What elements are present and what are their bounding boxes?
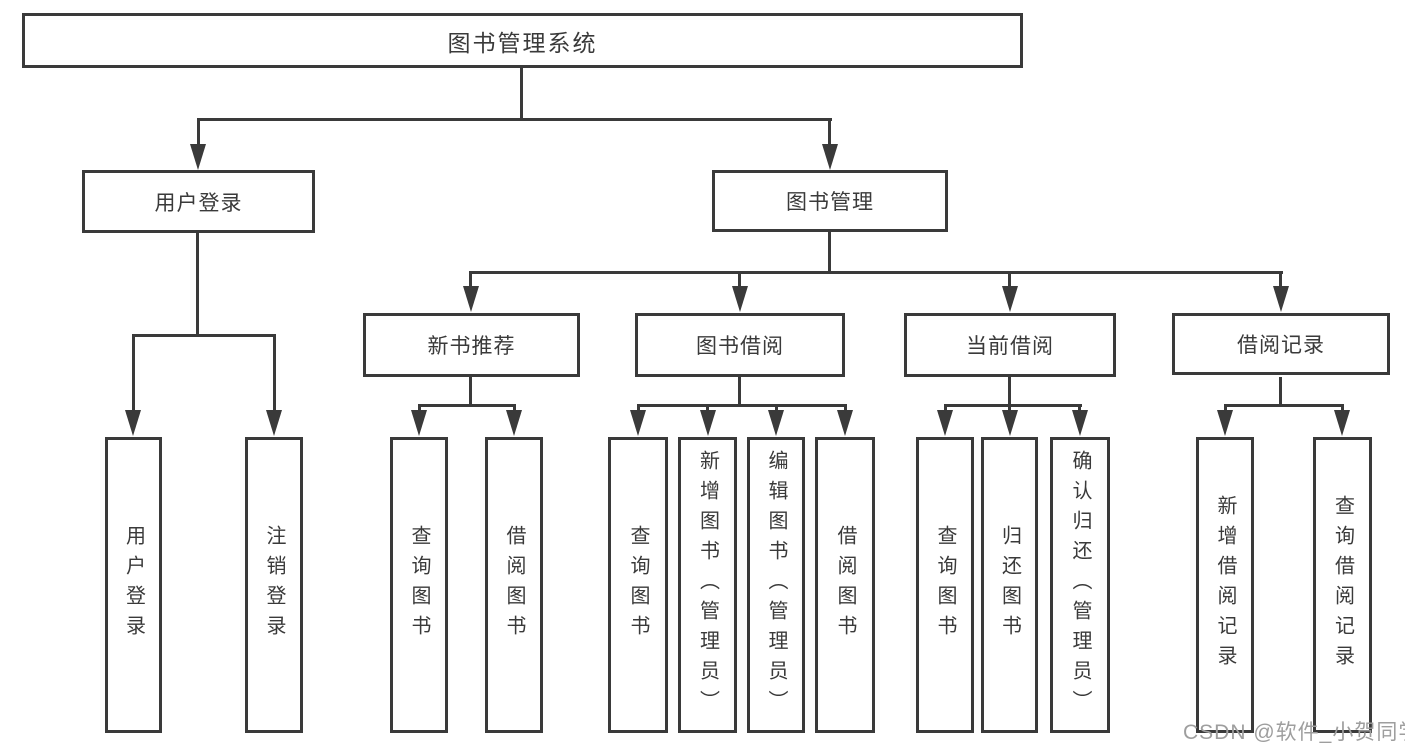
node-confirm-return-admin-label: 确认归还（管理员）: [1069, 450, 1091, 720]
connector-line: [513, 404, 516, 414]
arrow-down-icon: [1334, 410, 1350, 436]
arrow-down-icon: [822, 144, 838, 170]
node-add-book-admin: 新增图书（管理员）: [678, 437, 737, 733]
arrow-down-icon: [1072, 410, 1088, 436]
node-return-book-label: 归还图书: [998, 525, 1021, 645]
connector-line: [418, 404, 421, 414]
arrow-down-icon: [125, 410, 141, 436]
node-new-book-recommend-label: 新书推荐: [427, 335, 516, 358]
arrow-down-icon: [768, 410, 784, 436]
connector-line: [469, 377, 472, 407]
connector-line: [1279, 271, 1282, 289]
node-current-borrowing-label: 当前借阅: [966, 335, 1054, 358]
connector-line: [775, 404, 778, 414]
arrow-down-icon: [700, 410, 716, 436]
arrow-down-icon: [937, 410, 953, 436]
arrow-down-icon: [1002, 286, 1018, 312]
connector-line: [1078, 404, 1081, 414]
node-edit-book-admin-label: 编辑图书（管理员）: [765, 450, 787, 720]
connector-line: [828, 118, 831, 146]
node-confirm-return-admin: 确认归还（管理员）: [1050, 437, 1110, 733]
connector-line: [637, 404, 847, 407]
node-book-management-label: 图书管理: [786, 191, 874, 214]
node-book-borrowing: 图书借阅: [635, 313, 845, 377]
arrow-down-icon: [411, 410, 427, 436]
node-logout-label: 注销登录: [263, 525, 285, 645]
connector-line: [196, 233, 199, 336]
connector-line: [1008, 377, 1011, 407]
node-return-book: 归还图书: [981, 437, 1038, 733]
node-add-borrow-record-label: 新增借阅记录: [1214, 495, 1236, 675]
connector-line: [1279, 377, 1282, 407]
arrow-down-icon: [732, 286, 748, 312]
node-query-borrow-record: 查询借阅记录: [1313, 437, 1372, 733]
connector-line: [944, 404, 947, 414]
node-borrow-books-borrow-label: 借阅图书: [834, 525, 856, 645]
connector-line: [1341, 404, 1344, 414]
node-new-book-recommend: 新书推荐: [363, 313, 580, 377]
connector-line: [637, 404, 640, 414]
connector-line: [1008, 404, 1011, 414]
arrow-down-icon: [1217, 410, 1233, 436]
node-query-books-recommend: 查询图书: [390, 437, 448, 733]
node-borrow-books-recommend-label: 借阅图书: [503, 525, 525, 645]
connector-line: [132, 334, 276, 337]
node-library-system: 图书管理系统: [22, 13, 1023, 68]
connector-line: [706, 404, 709, 414]
node-add-borrow-record: 新增借阅记录: [1196, 437, 1254, 733]
watermark: CSDN @软件_小贺同学: [1183, 721, 1405, 744]
node-borrowing-records: 借阅记录: [1172, 313, 1390, 375]
arrow-down-icon: [1273, 286, 1289, 312]
node-add-book-admin-label: 新增图书（管理员）: [696, 450, 719, 720]
node-library-system-label: 图书管理系统: [447, 29, 598, 56]
arrow-down-icon: [506, 410, 522, 436]
node-logout: 注销登录: [245, 437, 303, 733]
arrow-down-icon: [266, 410, 282, 436]
connector-line: [1224, 404, 1227, 414]
node-query-books-borrow: 查询图书: [608, 437, 668, 733]
node-book-borrowing-label: 图书借阅: [696, 335, 784, 358]
arrow-down-icon: [463, 286, 479, 312]
node-query-books-recommend-label: 查询图书: [408, 525, 430, 645]
connector-line: [469, 271, 1283, 274]
connector-line: [197, 118, 200, 146]
connector-line: [738, 271, 741, 289]
node-query-borrow-record-label: 查询借阅记录: [1331, 495, 1354, 675]
node-query-books-current: 查询图书: [916, 437, 974, 733]
node-query-books-current-label: 查询图书: [934, 525, 956, 645]
connector-line: [1008, 271, 1011, 289]
node-borrowing-records-label: 借阅记录: [1237, 334, 1325, 357]
connector-line: [469, 271, 472, 289]
arrow-down-icon: [190, 144, 206, 170]
arrow-down-icon: [630, 410, 646, 436]
node-edit-book-admin: 编辑图书（管理员）: [747, 437, 805, 733]
connector-line: [1224, 404, 1344, 407]
connector-line: [197, 118, 832, 121]
node-current-borrowing: 当前借阅: [904, 313, 1116, 377]
connector-line: [273, 334, 276, 412]
arrow-down-icon: [837, 410, 853, 436]
node-borrow-books-recommend: 借阅图书: [485, 437, 543, 733]
connector-line: [132, 334, 135, 412]
arrow-down-icon: [1002, 410, 1018, 436]
node-borrow-books-borrow: 借阅图书: [815, 437, 875, 733]
node-query-books-borrow-label: 查询图书: [627, 525, 649, 645]
connector-line: [844, 404, 847, 414]
connector-line: [828, 232, 831, 274]
node-user-login: 用户登录: [82, 170, 315, 233]
node-login: 用户登录: [105, 437, 162, 733]
connector-line: [944, 404, 1082, 407]
node-book-management: 图书管理: [712, 170, 948, 232]
node-login-label: 用户登录: [122, 525, 145, 645]
connector-line: [418, 404, 516, 407]
node-user-login-label: 用户登录: [154, 191, 243, 215]
connector-line: [520, 68, 523, 120]
connector-line: [738, 377, 741, 407]
